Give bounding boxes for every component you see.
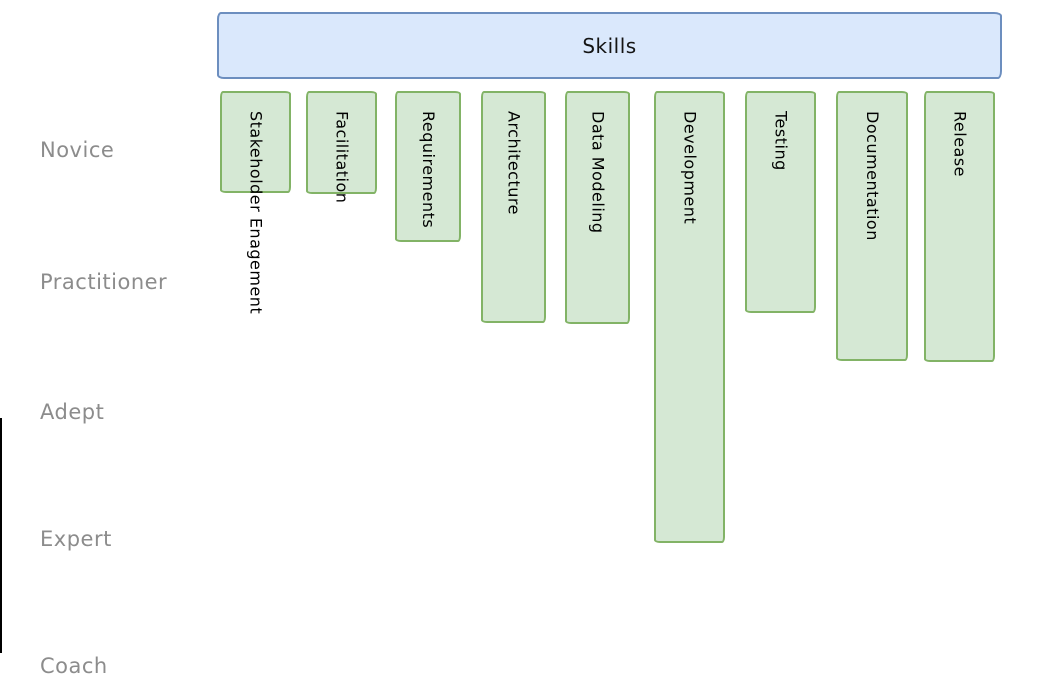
level-label-novice: Novice [40, 138, 115, 163]
skill-bar-label: Facilitation [332, 111, 352, 204]
skill-bar-label: Data Modeling [588, 111, 608, 234]
skill-bar-label: Testing [771, 111, 791, 171]
level-label-practitioner: Practitioner [40, 270, 168, 295]
skill-bar-label: Stakeholder Enagement [246, 111, 266, 315]
skill-bar-label: Documentation [863, 111, 882, 241]
skill-bar-release: Release [924, 91, 995, 362]
window-edge-artifact [0, 418, 2, 653]
skills-header: Skills [217, 12, 1002, 79]
skill-bar-testing: Testing [745, 91, 816, 313]
level-label-coach: Coach [40, 654, 108, 675]
level-label-expert: Expert [40, 527, 112, 552]
skill-bar-label: Release [950, 111, 970, 178]
skill-bar-data-modeling: Data Modeling [565, 91, 630, 324]
skill-bar-documentation: Documentation [836, 91, 908, 361]
skill-bar-requirements: Requirements [395, 91, 461, 242]
chart-title: Skills [582, 33, 637, 58]
skill-bar-architecture: Architecture [481, 91, 546, 323]
skill-bar-label: Requirements [419, 111, 438, 229]
skill-bar-development: Development [654, 91, 725, 543]
skill-bar-label: Development [680, 111, 700, 225]
skill-bar-label: Architecture [504, 111, 524, 215]
skill-bar-stakeholder-enagement: Stakeholder Enagement [220, 91, 291, 314]
skill-bar-facilitation: Facilitation [306, 91, 377, 203]
level-label-adept: Adept [40, 400, 105, 425]
